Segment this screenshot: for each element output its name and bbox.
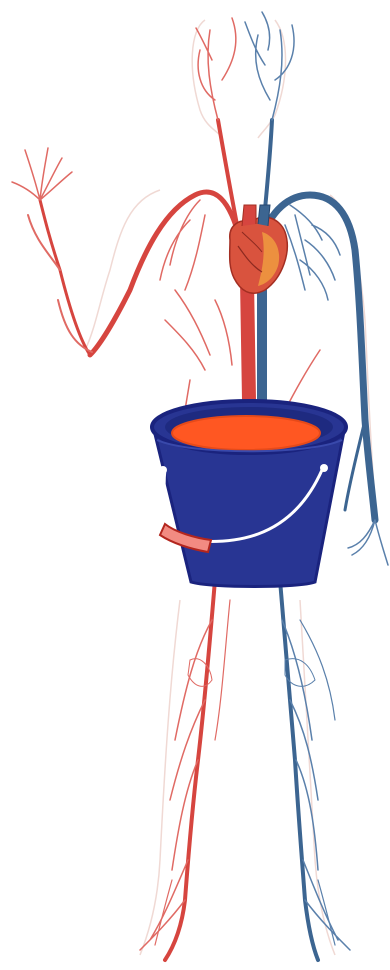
- bucket-icon: [152, 401, 346, 587]
- bucket-liquid: [172, 416, 320, 450]
- heart-icon: [230, 205, 288, 293]
